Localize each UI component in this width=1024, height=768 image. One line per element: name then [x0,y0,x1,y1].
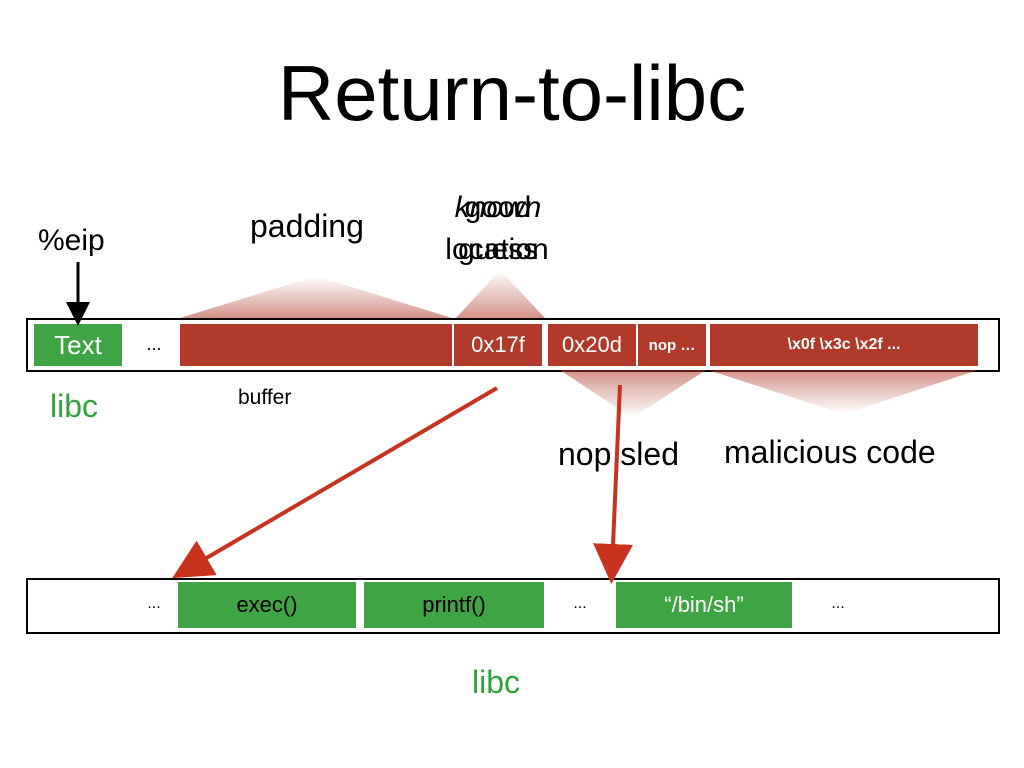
stack-ellipsis: ... [146,333,162,354]
libc-label-top: libc [50,388,99,424]
malicious-code-cell: \x0f \x3c \x2f ... [710,324,978,366]
text-segment: Text [34,324,122,366]
exec-function-cell: exec() [178,582,356,628]
guess-label: guess [457,233,539,266]
address-0x17f-cell: 0x17f [454,324,542,366]
stack-bar: Text ... 0x17f 0x20d nop … \x0f \x3c \x2… [26,318,1000,372]
padding-brace [180,276,452,318]
eip-label: %eip [38,224,105,257]
malicious-code-label: malicious code [724,434,936,470]
argument-pointer-arrow [593,384,634,584]
malicious-code-brace [708,370,978,414]
printf-function-cell: printf() [364,582,544,628]
good-label: good [464,191,532,224]
libc-bar: ... exec() printf() ... “/bin/sh” ... [26,578,1000,634]
known-label: known [454,191,542,224]
slide-title: Return-to-libc [277,49,747,137]
padding-label: padding [250,208,364,244]
bin-sh-string-cell: “/bin/sh” [616,582,792,628]
guess-brace [456,270,545,318]
address-0x20d-cell: 0x20d [548,324,636,366]
libc-ellipsis-1: ... [147,595,161,612]
libc-label-bottom: libc [472,664,521,700]
libc-ellipsis-2: ... [573,595,587,612]
nop-sled-cell: nop … [638,324,706,366]
return-address-arrow [172,386,499,579]
nop-sled-brace [560,370,706,418]
location-label: location [445,233,549,266]
buffer-label: buffer [238,386,292,409]
libc-ellipsis-3: ... [831,595,845,612]
padding-segment [180,324,452,366]
